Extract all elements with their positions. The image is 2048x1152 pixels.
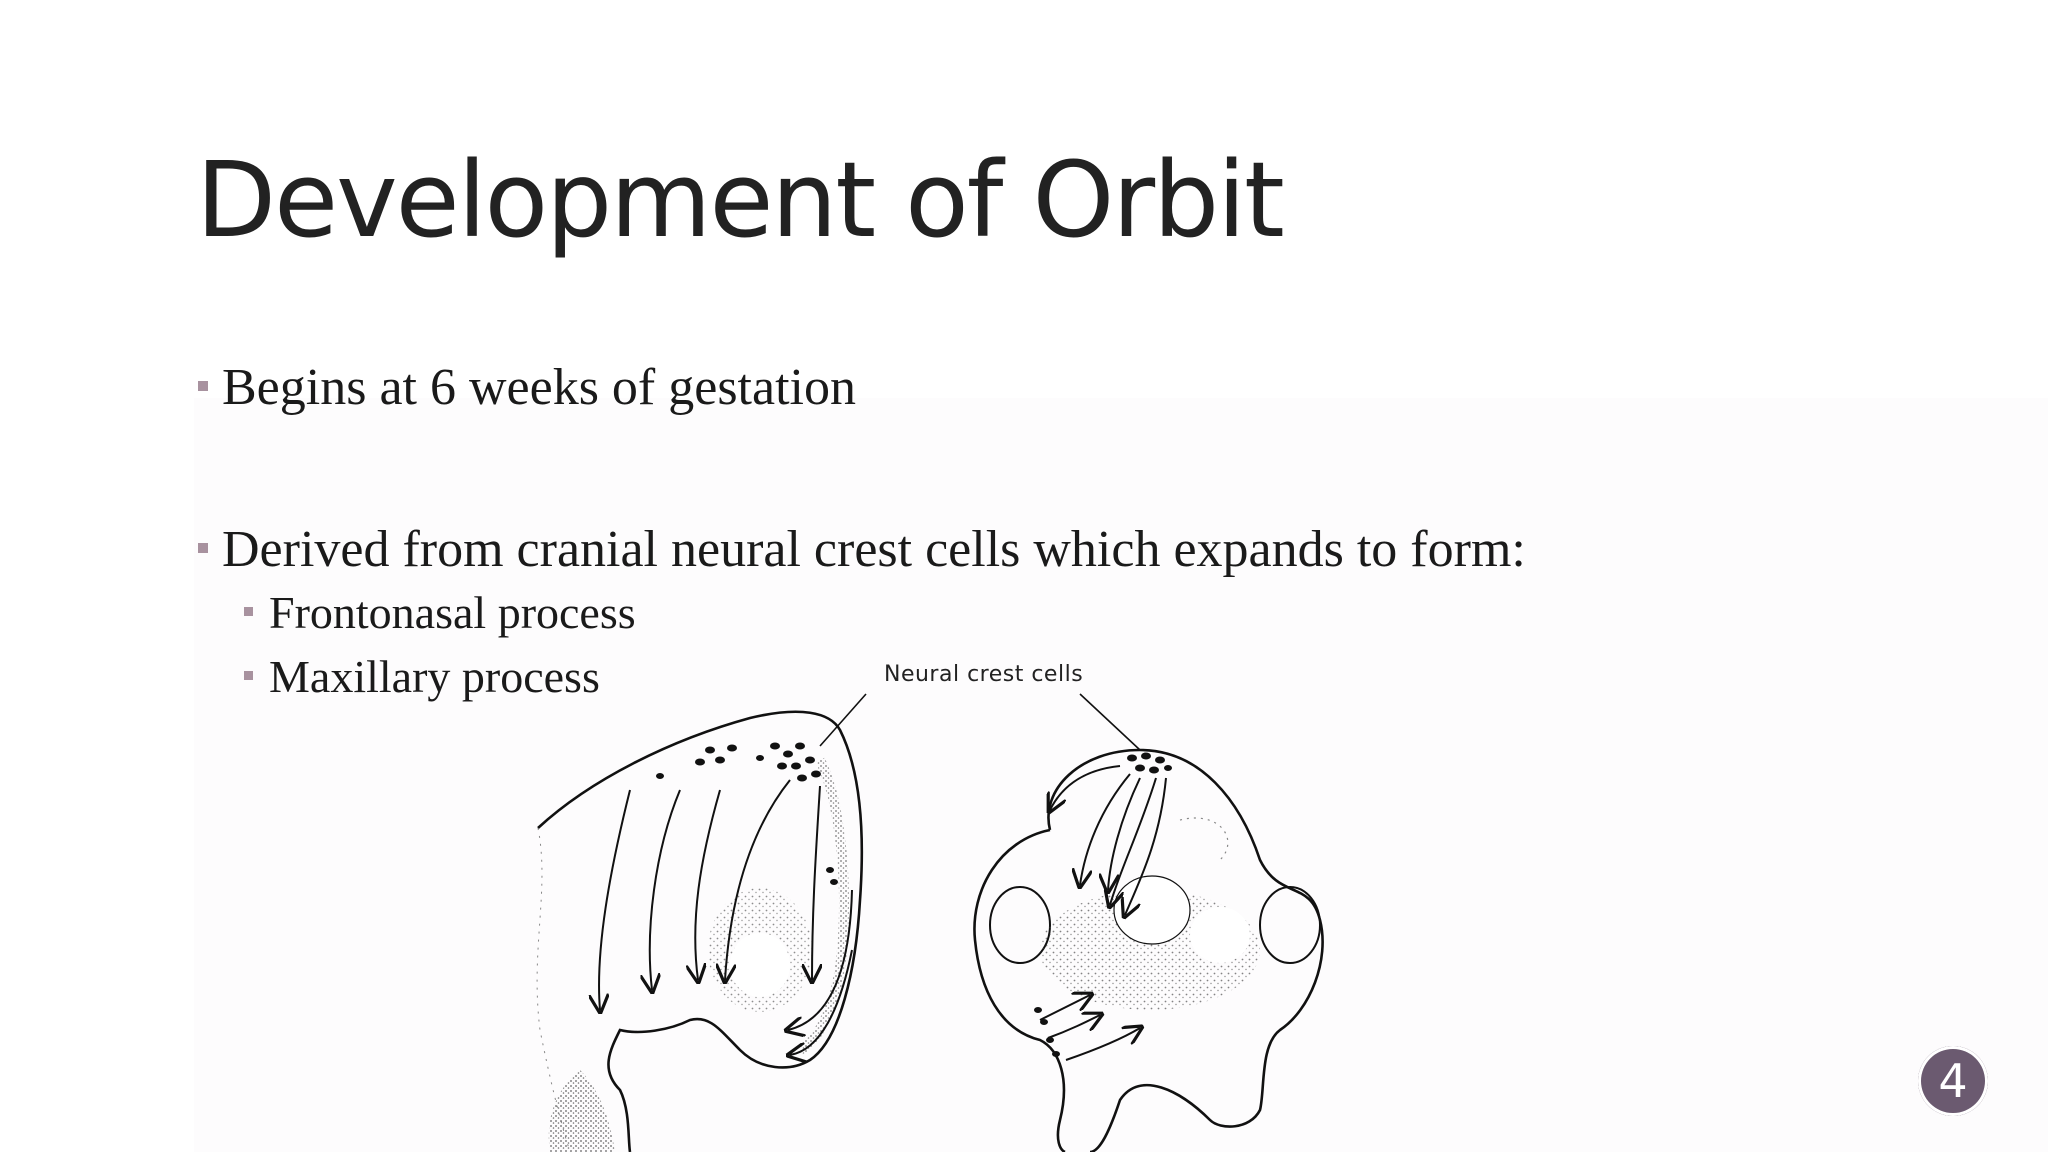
bullet-item: Begins at 6 weeks of gestation [198, 358, 856, 417]
bullet-square-icon [244, 606, 253, 616]
page-number-badge: 4 [1918, 1046, 1988, 1116]
slide-title: Development of Orbit [196, 139, 1285, 261]
sub-bullet-text: Frontonasal process [269, 587, 636, 638]
neural-crest-illustration [536, 693, 1324, 1152]
bullet-square-icon [198, 381, 208, 392]
bullet-square-icon [198, 543, 208, 554]
right-embryo-drawing [973, 748, 1324, 1152]
bullet-text: Derived from cranial neural crest cells … [222, 521, 1526, 578]
figure-background [194, 398, 2048, 1152]
bullet-item: Derived from cranial neural crest cells … [198, 520, 1526, 579]
label-pointer-line [1079, 693, 1141, 751]
left-embryo-drawing [536, 710, 864, 1152]
bullet-text: Begins at 6 weeks of gestation [222, 359, 856, 416]
sub-bullet-text: Maxillary process [269, 651, 600, 702]
figure-label: Neural crest cells [884, 662, 1084, 687]
sub-bullet-item: Frontonasal process [244, 586, 636, 639]
label-pointer-line [819, 693, 867, 747]
bullet-square-icon [244, 670, 253, 680]
sub-bullet-item: Maxillary process [244, 650, 600, 703]
